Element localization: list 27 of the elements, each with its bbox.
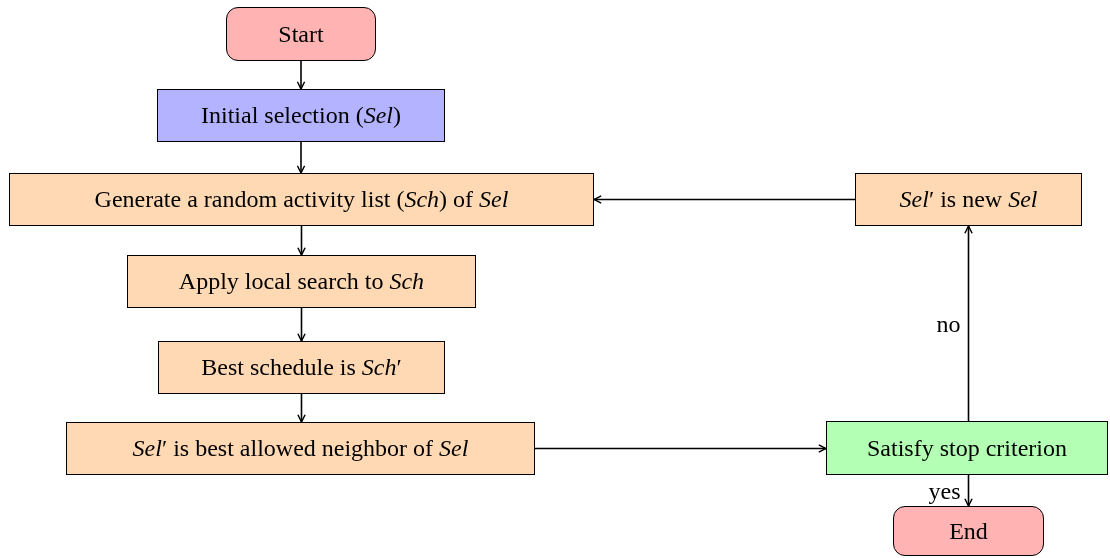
arrow: [296, 141, 306, 174]
arrow: [964, 225, 973, 422]
node-text: Sel′ is best allowed neighbor of Sel: [132, 435, 469, 462]
node-text: End: [949, 517, 988, 545]
process-box: [66, 422, 535, 475]
node-text: Initial selection (Sel): [201, 102, 401, 129]
node-text: Best schedule is Sch′: [201, 354, 402, 381]
arrow: [297, 225, 306, 256]
arrow: [296, 60, 306, 90]
decision-box: [826, 421, 1108, 475]
process-box: [9, 173, 594, 226]
node-text: Sel′ is new Sel: [899, 186, 1038, 213]
arrow: [297, 393, 306, 423]
node-text: Generate a random activity list (Sch) of Sel: [94, 186, 509, 213]
process-box: [127, 255, 476, 308]
terminal-box: [893, 506, 1044, 556]
process-box: [855, 173, 1082, 226]
process-box: [157, 89, 445, 142]
terminal-box: [226, 7, 376, 61]
node-text: Apply local search to Sch: [178, 268, 425, 295]
arrow: [593, 195, 856, 204]
arrow: [964, 474, 973, 507]
process-box: [158, 341, 445, 394]
node-text: Start: [278, 20, 324, 48]
arrow: [534, 444, 827, 453]
arrow: [297, 307, 306, 342]
node-text: Satisfy stop criterion: [867, 434, 1067, 462]
